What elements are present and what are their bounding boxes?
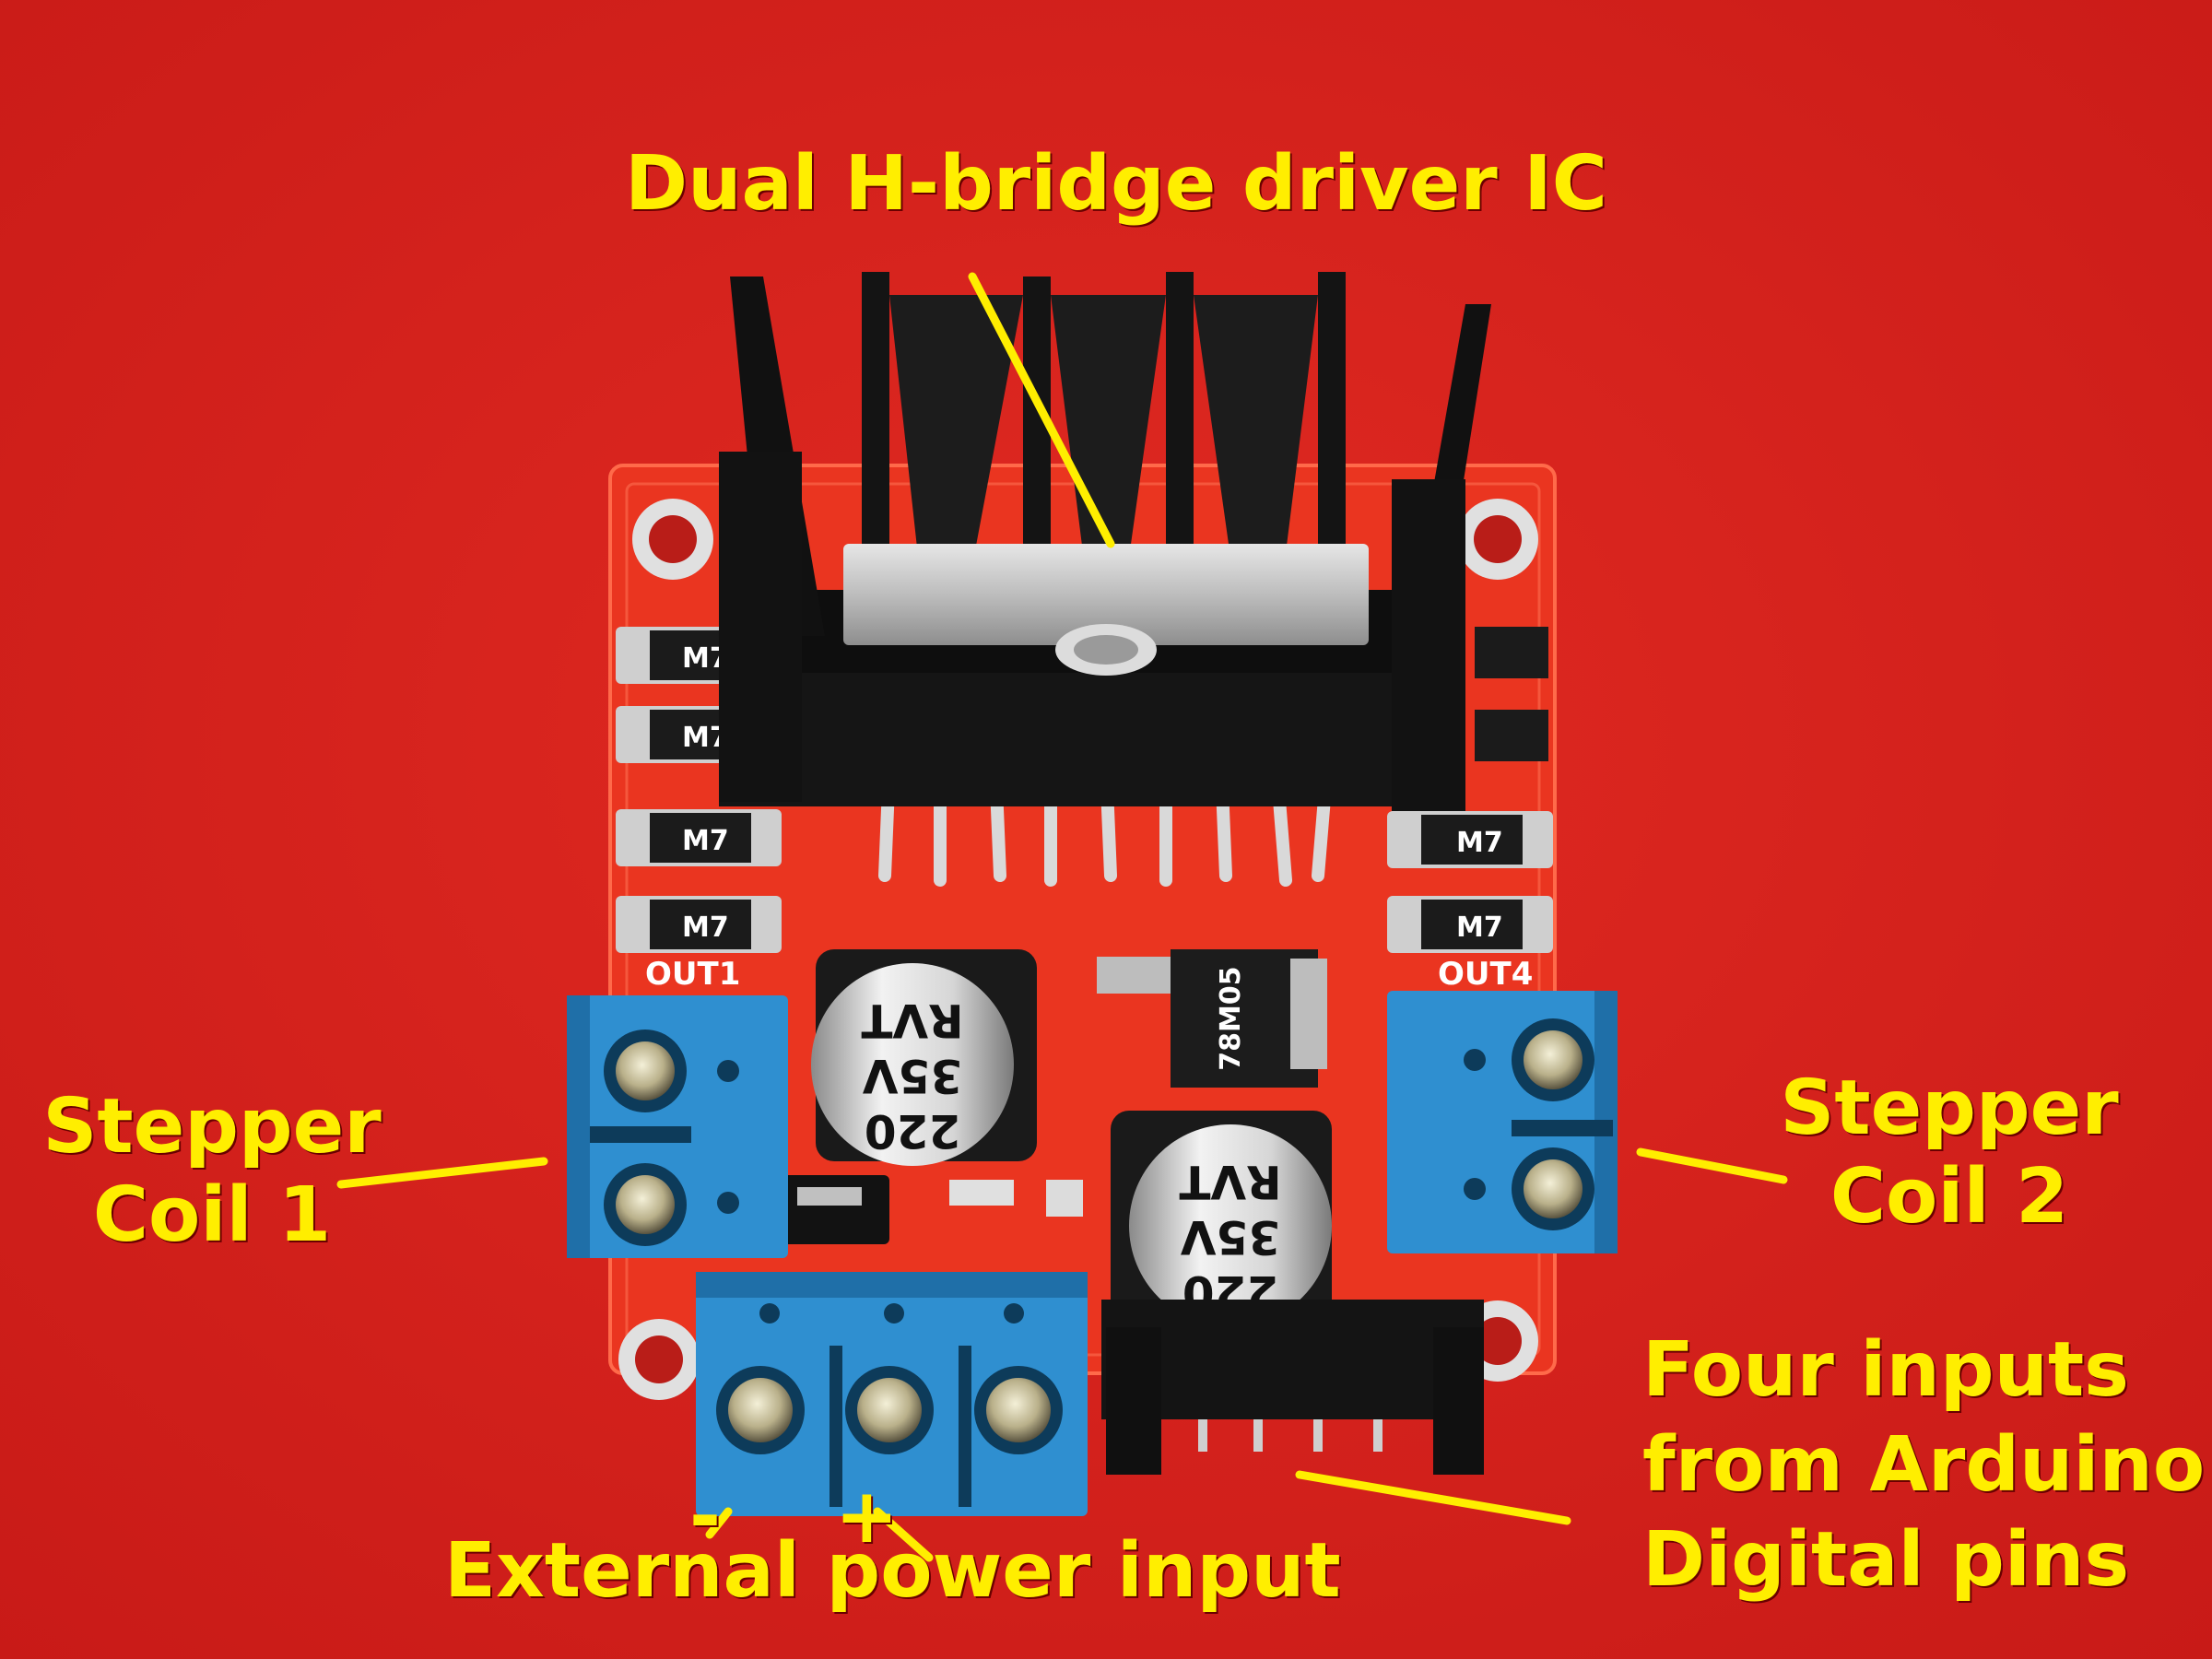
label-coil2: Stepper Coil 2	[1774, 1065, 2124, 1241]
diode-marking: M7	[1456, 827, 1503, 859]
terminal-power	[696, 1272, 1088, 1516]
smd-led	[1046, 1180, 1083, 1217]
cap-series: RVT	[861, 994, 963, 1047]
cap-voltage: 35V	[863, 1049, 963, 1102]
diode-marking: M7	[682, 825, 729, 857]
capacitor-bottom: 220 35V RVT	[1111, 1111, 1332, 1327]
diode-marking: M7	[682, 912, 729, 944]
label-plus-text: +	[835, 1473, 899, 1560]
label-power: External power input	[444, 1527, 1341, 1616]
label-coil1-line2: Coil 1	[92, 1171, 332, 1259]
diode-partial	[1475, 627, 1548, 678]
terminal-coil2	[1387, 991, 1618, 1253]
label-inputs: Four inputs from Arduino Digital pins	[1642, 1323, 2205, 1607]
smd-resistor	[949, 1180, 1014, 1206]
leader-plus	[873, 1507, 934, 1562]
silk-out1: OUT1	[645, 956, 740, 993]
cap-value: 220	[865, 1104, 960, 1158]
label-inputs-line2: from Arduino	[1642, 1421, 2206, 1509]
leader-minus	[705, 1507, 733, 1539]
leader-coil1	[336, 1157, 548, 1189]
regulator-marking: 78M05	[1215, 966, 1247, 1070]
silk-out4: OUT4	[1438, 956, 1533, 993]
label-inputs-line1: Four inputs	[1642, 1326, 2129, 1414]
diode-partial	[1475, 710, 1548, 761]
cap-voltage: 35V	[1181, 1210, 1281, 1264]
diodes-right: M7 M7	[1387, 627, 1553, 953]
label-inputs-line3: Digital pins	[1642, 1516, 2130, 1604]
label-ic-text: Dual H-bridge driver IC	[625, 140, 1607, 228]
label-coil2-line2: Coil 2	[1830, 1153, 2069, 1241]
leader-inputs	[1295, 1470, 1571, 1525]
h-bridge-ic	[843, 544, 1369, 676]
label-plus: +	[835, 1473, 899, 1561]
label-coil1: Stepper Coil 1	[37, 1083, 387, 1260]
leader-coil2	[1636, 1147, 1788, 1184]
jumper	[774, 1175, 889, 1244]
leader-ic	[968, 272, 1115, 548]
mounting-hole-top-right	[1457, 499, 1538, 580]
label-coil1-line1: Stepper	[42, 1083, 382, 1171]
cap-series: RVT	[1179, 1155, 1281, 1208]
terminal-coil1	[567, 995, 788, 1258]
label-minus-text: -	[689, 1473, 722, 1560]
mounting-hole-top-left	[632, 499, 713, 580]
diode-marking: M7	[1456, 912, 1503, 944]
label-coil2-line1: Stepper	[1780, 1065, 2119, 1152]
input-header	[1101, 1300, 1484, 1475]
voltage-regulator: 78M05	[1097, 949, 1327, 1088]
label-ic: Dual H-bridge driver IC	[625, 140, 1607, 229]
label-minus: -	[689, 1473, 721, 1561]
mounting-hole-bottom-left	[618, 1319, 700, 1400]
label-power-text: External power input	[444, 1527, 1341, 1615]
capacitor-top: 220 35V RVT	[811, 949, 1037, 1166]
